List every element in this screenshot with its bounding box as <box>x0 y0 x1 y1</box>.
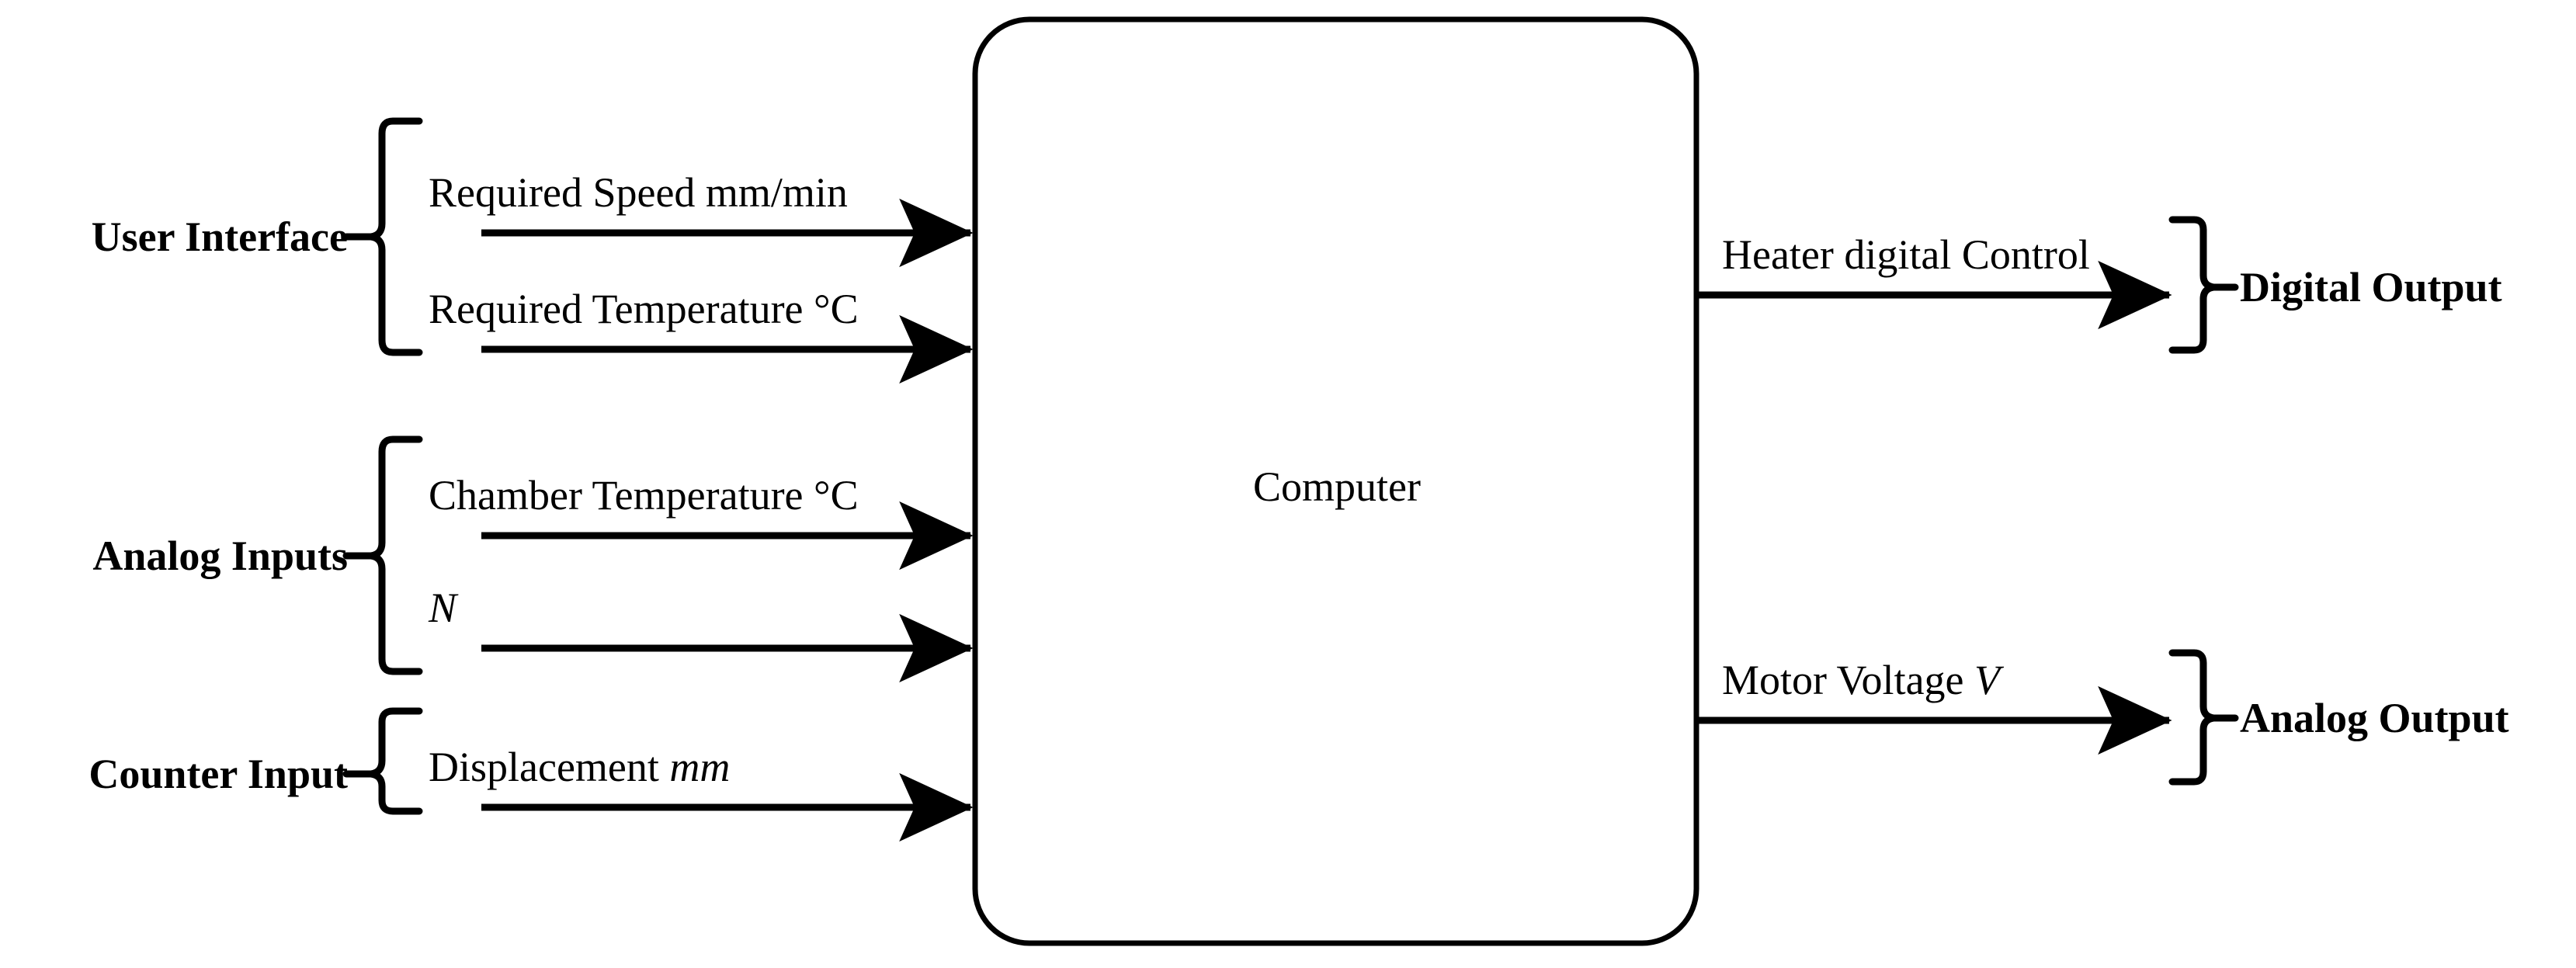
signal-label-displacement: Displacement mm <box>429 746 730 788</box>
signal-label-displacement-text: Displacement <box>429 744 670 790</box>
computer-block <box>972 16 1699 946</box>
signal-unit-millimetre: mm <box>669 744 731 790</box>
group-label-analog-inputs: Analog Inputs <box>92 533 348 579</box>
brace-digital-output <box>2168 216 2239 354</box>
signal-unit-newton: N <box>429 585 457 631</box>
brace-analog-inputs <box>342 435 423 675</box>
signal-label-chamber-temperature: Chamber Temperature °C <box>429 472 859 519</box>
group-label-analog-output: Analog Output <box>2240 695 2509 741</box>
signal-label-heater-digital-control: Heater digital Control <box>1722 231 2090 278</box>
group-label-user-interface: User Interface <box>91 213 348 260</box>
signal-label-required-temperature: Required Temperature °C <box>429 286 859 332</box>
group-label-digital-output: Digital Output <box>2240 264 2502 311</box>
signal-label-motor-voltage: Motor Voltage V <box>1722 659 2000 701</box>
signal-unit-volt: V <box>1974 657 2001 703</box>
brace-counter-input <box>342 707 423 815</box>
signal-label-required-speed: Required Speed mm/min <box>429 169 848 216</box>
group-label-counter-input: Counter Input <box>89 751 348 797</box>
signal-label-motor-voltage-text: Motor Voltage <box>1722 657 1975 703</box>
computer-block-label: Computer <box>1253 463 1421 510</box>
brace-user-interface <box>342 117 423 356</box>
signal-label-load: N <box>429 587 457 629</box>
brace-analog-output <box>2168 649 2239 786</box>
